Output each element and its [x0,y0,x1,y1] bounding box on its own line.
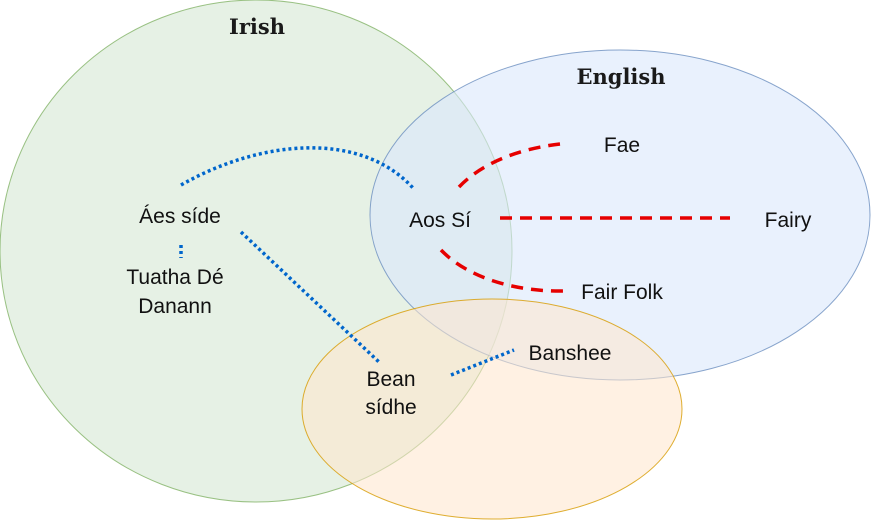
term-fair-folk: Fair Folk [581,281,663,304]
term-bean-line1: Bean [366,368,415,391]
term-banshee: Banshee [529,342,612,365]
link-aes-side-to-aos-si [180,146,415,190]
link-aes-side-to-bean-sidhe [239,230,381,364]
link-aos-si-to-fair-folk [439,248,566,293]
term-aes-side: Áes síde [139,205,221,228]
term-fairy: Fairy [765,209,812,232]
term-fae: Fae [604,134,640,157]
term-tuatha-line2: Danann [138,295,212,318]
term-aos-si: Aos Sí [409,209,471,232]
term-bean-line2: sídhe [365,396,416,419]
shared-set-circle [301,298,683,520]
link-aos-si-to-fae [457,142,561,189]
term-tuatha-line1: Tuatha Dé [126,266,223,289]
english-set-title: English [576,64,665,89]
irish-set-title: Irish [229,14,285,39]
link-bean-sidhe-to-banshee [450,348,515,377]
